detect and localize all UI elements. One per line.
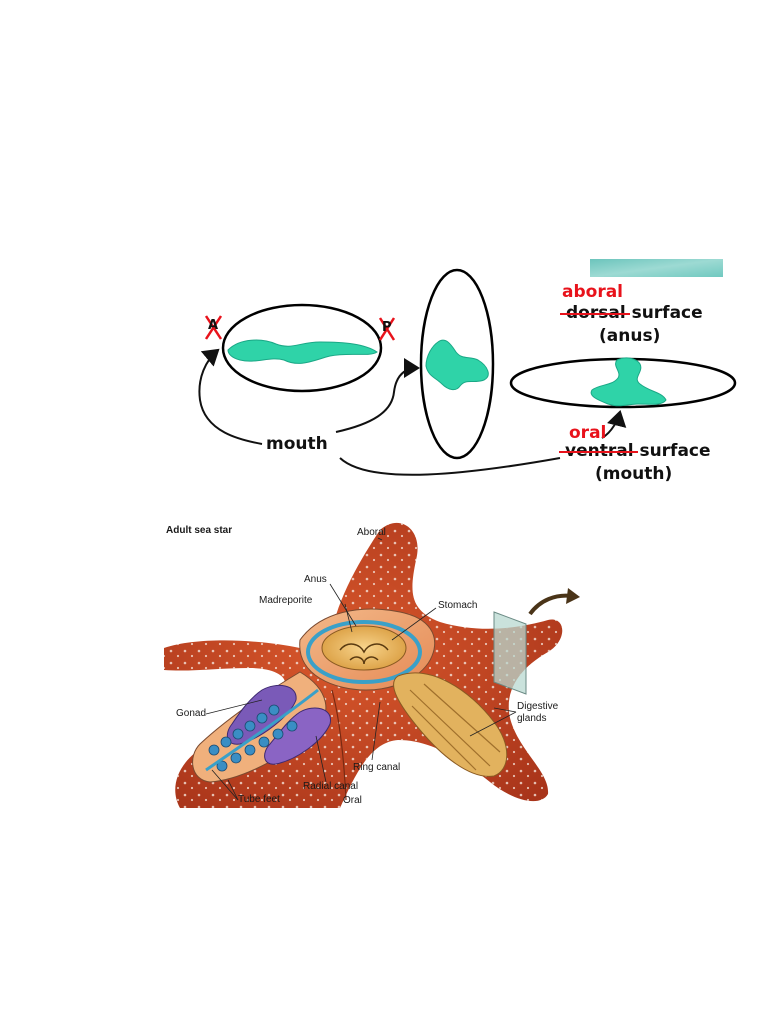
label-dorsal-struck: dorsal (566, 303, 626, 323)
label-aboral-star: Aboral (357, 527, 386, 538)
label-mouth-note: (mouth) (595, 464, 672, 484)
orientation-diagram (0, 0, 784, 500)
label-ventral-surface: ventral surface (565, 441, 711, 461)
metamorph-ellipse (421, 270, 493, 458)
label-tube-feet: Tube feet (238, 794, 280, 805)
label-oral-star: Oral (343, 795, 362, 806)
label-gonad: Gonad (176, 708, 206, 719)
label-digestive-glands: Digestive glands (517, 701, 577, 725)
label-stomach: Stomach (438, 600, 477, 611)
label-ring-canal: Ring canal (353, 762, 400, 773)
larva-ellipse (223, 305, 381, 391)
label-anterior: A (208, 318, 218, 333)
label-oral: oral (569, 423, 606, 443)
rotate-arrow-icon (530, 596, 572, 614)
label-anus-note: (anus) (599, 326, 660, 346)
sea-star-title: Adult sea star (166, 525, 232, 536)
label-aboral: aboral (562, 282, 623, 302)
rotate-arrowhead-icon (566, 588, 580, 604)
stomach-shape (322, 626, 406, 670)
label-radial-canal: Radial canal (303, 781, 358, 792)
label-ventral-struck: ventral (565, 441, 634, 461)
label-dorsal-surface: dorsal surface (566, 303, 703, 323)
label-posterior: P (382, 320, 392, 335)
arrow-mouth-to-ventral (340, 458, 560, 475)
adult-ellipse (511, 358, 735, 407)
label-anus: Anus (304, 574, 327, 585)
teal-bar (590, 259, 723, 277)
label-madreporite: Madreporite (259, 595, 312, 606)
label-surface-bottom: surface (639, 441, 710, 461)
label-surface-top: surface (632, 303, 703, 323)
section-plane (494, 612, 526, 694)
label-mouth: mouth (266, 434, 328, 454)
